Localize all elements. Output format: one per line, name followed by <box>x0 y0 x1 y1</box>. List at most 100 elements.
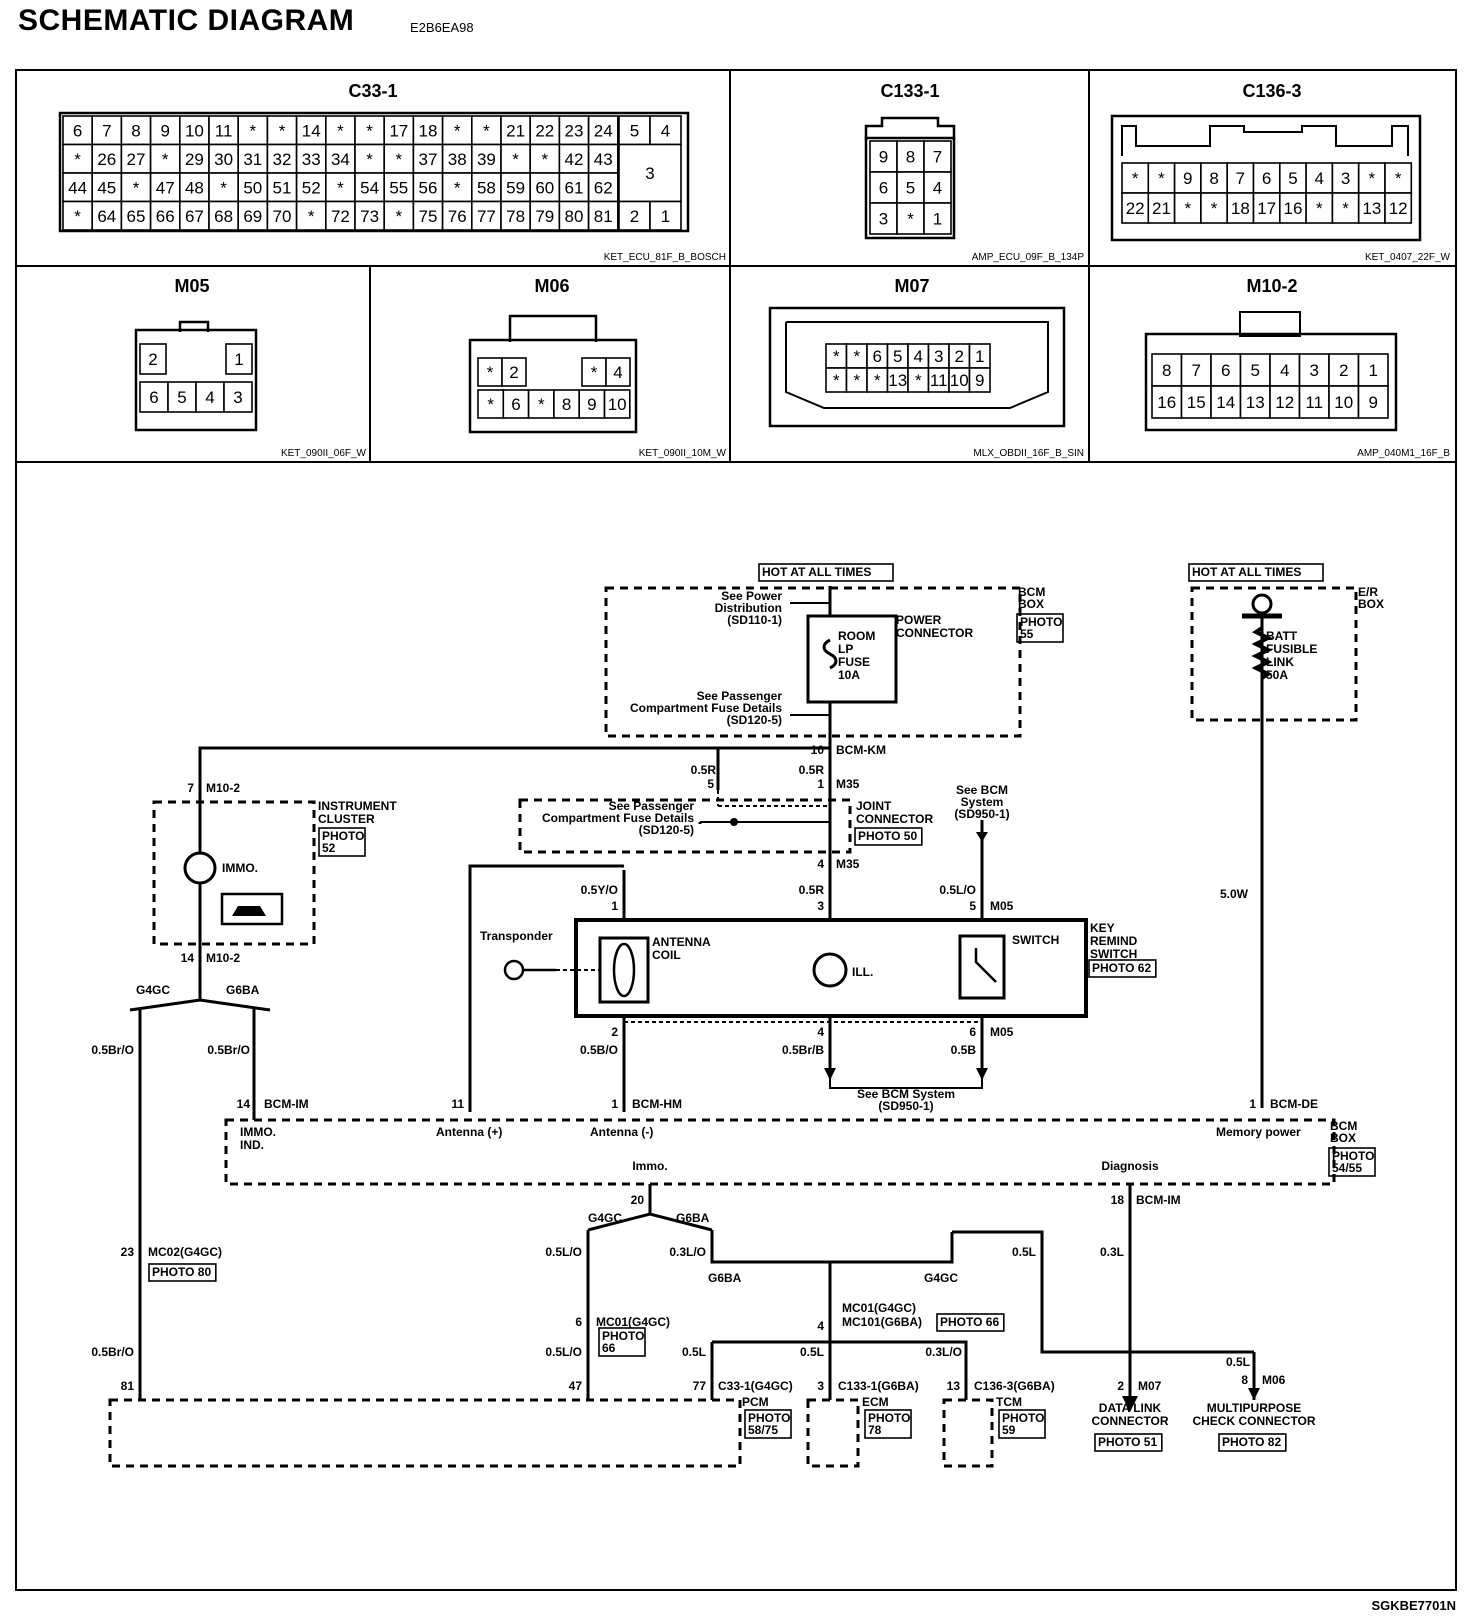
label: 0.5R <box>799 883 825 897</box>
pin-number: * <box>591 363 598 382</box>
wire <box>952 1230 1130 1354</box>
pin-number: 18 <box>419 121 438 140</box>
c133-1-body <box>864 136 956 240</box>
er-box <box>1190 586 1358 722</box>
panel-frames <box>15 69 1457 1591</box>
part-code: KET_ECU_81F_B_BOSCH <box>604 252 726 263</box>
pin-cell <box>529 200 561 231</box>
photo-ref-box <box>1088 959 1157 978</box>
label: MC01(G4GC) <box>842 1301 916 1315</box>
pin-number: 1 <box>661 207 670 226</box>
pin-number: 1 <box>1369 361 1378 380</box>
label: M35 <box>836 777 860 791</box>
label: 23 <box>121 1245 135 1259</box>
pin-cell <box>195 381 225 413</box>
c136-3-body <box>1110 114 1422 242</box>
label: PHOTO 66 <box>940 1315 999 1329</box>
pin-number: 5 <box>906 179 915 198</box>
pin-cell <box>1226 192 1255 224</box>
label: 18 <box>1111 1193 1125 1207</box>
pin-cell <box>1328 353 1360 387</box>
m07-body <box>768 306 1066 428</box>
pin-number: 13 <box>1362 199 1381 218</box>
label: G4GC <box>136 983 170 997</box>
pin-number: * <box>74 150 81 169</box>
pin-number: 72 <box>331 207 350 226</box>
pin-cell <box>354 115 386 146</box>
pin-cell <box>587 200 619 231</box>
pin-number: 4 <box>933 179 942 198</box>
instrument-cluster-box <box>152 800 316 946</box>
photo-ref-box <box>998 1409 1046 1439</box>
wire <box>178 320 210 332</box>
pin-cell <box>295 200 327 231</box>
pin-number: 13 <box>1246 393 1265 412</box>
label: 5 <box>969 899 976 913</box>
label: MC101(G6BA) <box>842 1315 922 1329</box>
antenna-coil-icon <box>612 942 636 998</box>
pin-number: 8 <box>131 121 140 140</box>
pin-cell <box>923 171 952 204</box>
pin-number: 3 <box>934 347 943 366</box>
pin-number: 48 <box>185 178 204 197</box>
pin-cell <box>896 140 925 173</box>
pin-number: 27 <box>127 150 146 169</box>
pin-number: 51 <box>273 178 292 197</box>
pin-number: 15 <box>1187 393 1206 412</box>
pin-number: 64 <box>97 207 116 226</box>
pin-number: 4 <box>613 363 622 382</box>
pin-number: 14 <box>1216 393 1235 412</box>
pin-number: 61 <box>565 178 584 197</box>
m06-title: M06 <box>534 276 569 296</box>
wire <box>974 948 997 983</box>
pin-number: 50 <box>243 178 262 197</box>
label: 8 <box>1241 1373 1248 1387</box>
wire <box>508 314 598 342</box>
c136-3-title: C136-3 <box>1242 81 1301 101</box>
pin-cell <box>869 202 898 235</box>
pin-number: 9 <box>975 371 984 390</box>
label: M10-2 <box>206 781 240 795</box>
label: 0.5L <box>1226 1355 1250 1369</box>
pin-number: * <box>1184 199 1191 218</box>
pin-number: * <box>1369 169 1376 188</box>
pin-cell <box>1121 192 1150 224</box>
pin-number: 9 <box>879 148 888 167</box>
pin-cell <box>383 172 415 203</box>
pin-number: 1 <box>234 350 243 369</box>
pin-cell <box>968 367 991 393</box>
label: 0.5R <box>799 763 825 777</box>
pin-cell <box>208 200 240 231</box>
label: 0.5L/O <box>939 883 976 897</box>
label: 7 <box>187 781 194 795</box>
pin-number: 7 <box>102 121 111 140</box>
wire <box>1121 125 1409 156</box>
label: MC02(G4GC) <box>148 1245 222 1259</box>
car-icon-frame <box>220 892 284 926</box>
pin-number: * <box>133 178 140 197</box>
photo-ref-box <box>936 1313 1005 1332</box>
label: MC01(G4GC) <box>596 1315 670 1329</box>
pin-number: 11 <box>1305 393 1323 412</box>
label: G6BA <box>226 983 260 997</box>
label: 47 <box>569 1379 583 1393</box>
pin-number: 65 <box>127 207 146 226</box>
pin-number: * <box>337 121 344 140</box>
pin-number: 52 <box>302 178 321 197</box>
pin-cell <box>266 200 298 231</box>
pin-number: 11 <box>215 121 233 140</box>
pin-number: 10 <box>950 371 969 390</box>
pin-number: * <box>74 207 81 226</box>
pin-cell <box>1147 162 1176 194</box>
label: Memory power <box>1216 1125 1301 1139</box>
page-title: SCHEMATIC DIAGRAM <box>18 4 355 37</box>
pin-cell <box>223 381 253 413</box>
pin-number: 10 <box>1334 393 1353 412</box>
